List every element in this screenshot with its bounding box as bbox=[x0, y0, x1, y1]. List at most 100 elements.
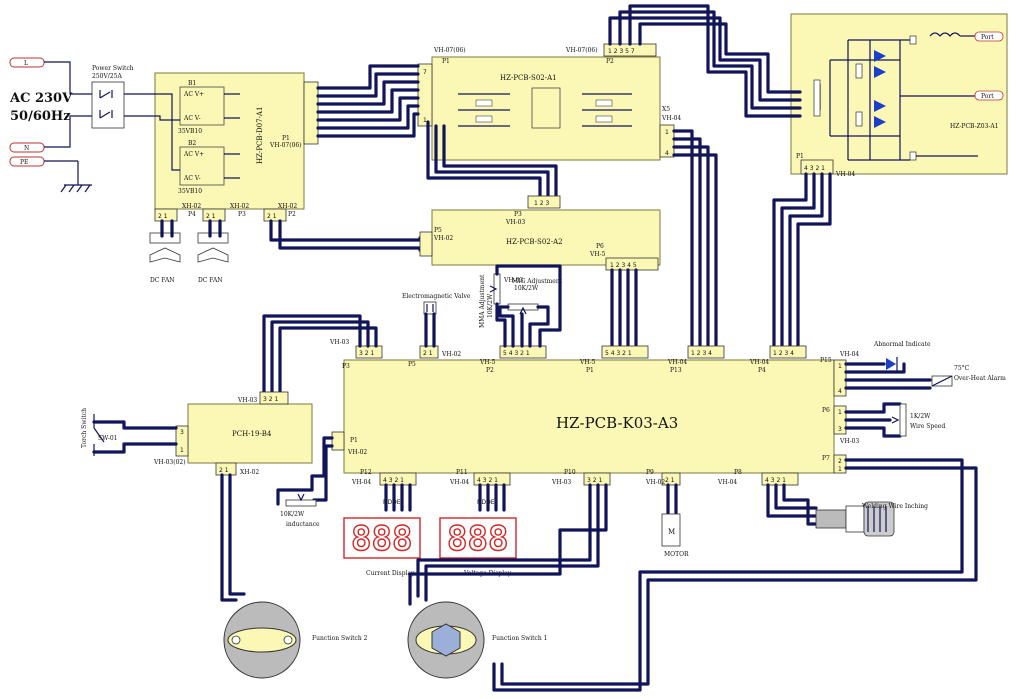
voltage-display bbox=[439, 517, 517, 559]
k03-p9-type: VH-02 bbox=[645, 479, 665, 486]
s02a2-p5-label: P5 bbox=[434, 227, 442, 234]
d07-bridge-1 bbox=[179, 86, 225, 126]
mig-potentiometer-icon bbox=[507, 303, 539, 315]
pch-bottom-connector bbox=[215, 462, 237, 476]
valve-label: Electromagnetic Valve bbox=[402, 293, 471, 300]
s02a2-p6-label: P6 bbox=[596, 243, 604, 250]
d07-p3-connector bbox=[202, 208, 226, 222]
s02a1-x5-connector bbox=[659, 124, 675, 158]
board-pch bbox=[187, 403, 313, 464]
current-display bbox=[343, 517, 421, 559]
pch-left-pins: 3 bbox=[180, 429, 184, 436]
k03-p2-type: VH-5 bbox=[479, 359, 496, 366]
s02a1-x5-type: VH-04 bbox=[661, 115, 681, 122]
dc-fan-2-label: DC FAN bbox=[198, 277, 223, 284]
s02a1-x5-pins: 1 bbox=[665, 129, 669, 136]
dc-fan-1-icon bbox=[149, 232, 181, 263]
terminal-l-label: L bbox=[24, 60, 28, 67]
z03-circuit-icon bbox=[813, 32, 978, 161]
d07-name: HZ-PCB-D07-A1 bbox=[256, 107, 264, 164]
abnormal-indicate-label: Abnormal Indicate bbox=[873, 341, 931, 348]
k03-p5-connector bbox=[419, 345, 439, 359]
k03-p4-type: VH-04 bbox=[749, 359, 769, 366]
s02a1-p1-pins-b: 1 bbox=[423, 117, 427, 124]
z03-p1-label: P1 bbox=[796, 153, 804, 160]
k03-p5-label: P5 bbox=[408, 361, 416, 368]
valve-icon bbox=[423, 301, 437, 315]
torch-switch-label: Torch Switch bbox=[81, 408, 88, 448]
s02a1-p1-connector bbox=[417, 63, 433, 127]
inductance-label: inductance bbox=[286, 521, 320, 528]
d07-p2-type: XH-02 bbox=[278, 203, 297, 210]
welding-torch-icon bbox=[815, 501, 895, 537]
k03-p15-type: VH-04 bbox=[839, 351, 859, 358]
k03-p6-type: VH-03 bbox=[839, 438, 859, 445]
k03-p10-label: P10 bbox=[564, 469, 576, 476]
power-switch bbox=[91, 81, 125, 129]
z03-p1-connector bbox=[800, 159, 834, 175]
d07-b2-ac: AC V+ bbox=[183, 151, 204, 158]
s02a2-p6-type: VH-5 bbox=[589, 251, 606, 258]
k03-p13-pins: 1 2 3 4 bbox=[691, 350, 712, 357]
k03-p10-pins: 3 2 1 bbox=[587, 477, 602, 484]
pch-left-connector bbox=[175, 425, 189, 457]
z03-port-2-label: Port bbox=[981, 93, 994, 100]
board-s02-a2 bbox=[431, 209, 661, 266]
k03-p4-connector bbox=[769, 345, 807, 359]
ground-icon bbox=[44, 160, 92, 193]
thermal-switch-icon bbox=[931, 375, 953, 387]
s02a1-p2-type: VH-07(06) bbox=[565, 47, 598, 54]
d07-bridge-2-label: 35VB10 bbox=[178, 188, 202, 195]
mma-pot-label: 10K/2W bbox=[487, 293, 494, 318]
k03-p13-connector bbox=[687, 345, 725, 359]
k03-p6-pins-b: 3 bbox=[838, 426, 842, 433]
pch-left-pins-b: 1 bbox=[180, 447, 184, 454]
k03-p9-pins: 2 1 bbox=[665, 477, 675, 484]
k03-p12-connector bbox=[379, 472, 417, 486]
z03-port-1-label: Port bbox=[981, 34, 994, 41]
s02a2-p5-type: VH-02 bbox=[433, 235, 453, 242]
wire-speed-potentiometer-icon bbox=[891, 403, 907, 437]
k03-p13-label: P13 bbox=[670, 367, 682, 374]
d07-b2: B2 bbox=[188, 140, 196, 147]
terminal-pe-label: PE bbox=[20, 159, 28, 166]
small-vh03-label: VH-03 bbox=[503, 277, 523, 284]
z03-name: HZ-PCB-Z03-A1 bbox=[950, 123, 999, 130]
d07-p4-label: P4 bbox=[188, 211, 196, 218]
pch-name: PCH-19-B4 bbox=[232, 430, 272, 438]
d07-p1-connector bbox=[303, 81, 319, 145]
z03-port-2 bbox=[974, 90, 1004, 101]
d07-b1-ac: AC V+ bbox=[183, 91, 204, 98]
k03-p15-pins: 1 bbox=[838, 363, 842, 370]
sw01-label: SW-01 bbox=[98, 435, 118, 442]
d07-b2-ac2: AC V- bbox=[183, 175, 201, 182]
k03-p8-connector bbox=[761, 472, 799, 486]
d07-p3-label: P3 bbox=[238, 211, 246, 218]
k03-pl-connector bbox=[331, 431, 345, 451]
p11-wire-labels: NDDE bbox=[477, 499, 495, 506]
k03-p7-pins: 2 bbox=[838, 458, 842, 465]
k03-p8-label: P8 bbox=[734, 469, 742, 476]
k03-p8-type: VH-04 bbox=[717, 479, 737, 486]
k03-p11-label: P11 bbox=[456, 469, 468, 476]
current-display-label: Current Display bbox=[366, 570, 415, 577]
s02a1-p1-type: VH-07(06) bbox=[433, 47, 466, 54]
s02a1-p2-label: P2 bbox=[606, 58, 614, 65]
k03-pl-label: P1 bbox=[350, 437, 358, 444]
z03-p1-type: VH-04 bbox=[835, 171, 855, 178]
k03-p11-pins: 4 3 2 1 bbox=[477, 477, 498, 484]
k03-p8-pins: 4 3 2 1 bbox=[765, 477, 786, 484]
k03-p12-type: VH-04 bbox=[351, 479, 371, 486]
s02a1-transformer-block bbox=[531, 87, 561, 129]
k03-p10-type: VH-03 bbox=[551, 479, 571, 486]
s02a2-p6-connector bbox=[605, 257, 659, 271]
inductance-potentiometer-icon bbox=[285, 493, 317, 507]
dc-fan-1-label: DC FAN bbox=[150, 277, 175, 284]
k03-p3-type: VH-03 bbox=[329, 339, 349, 346]
mig-pot-label: 10K/2W bbox=[514, 285, 539, 292]
d07-p2-connector bbox=[263, 208, 287, 222]
k03-p9-label: P9 bbox=[646, 469, 654, 476]
k03-p3-pins: 3 2 1 bbox=[359, 350, 374, 357]
mig-adjustment-label: MIG Adjustment bbox=[512, 278, 563, 285]
board-k03 bbox=[343, 359, 835, 474]
